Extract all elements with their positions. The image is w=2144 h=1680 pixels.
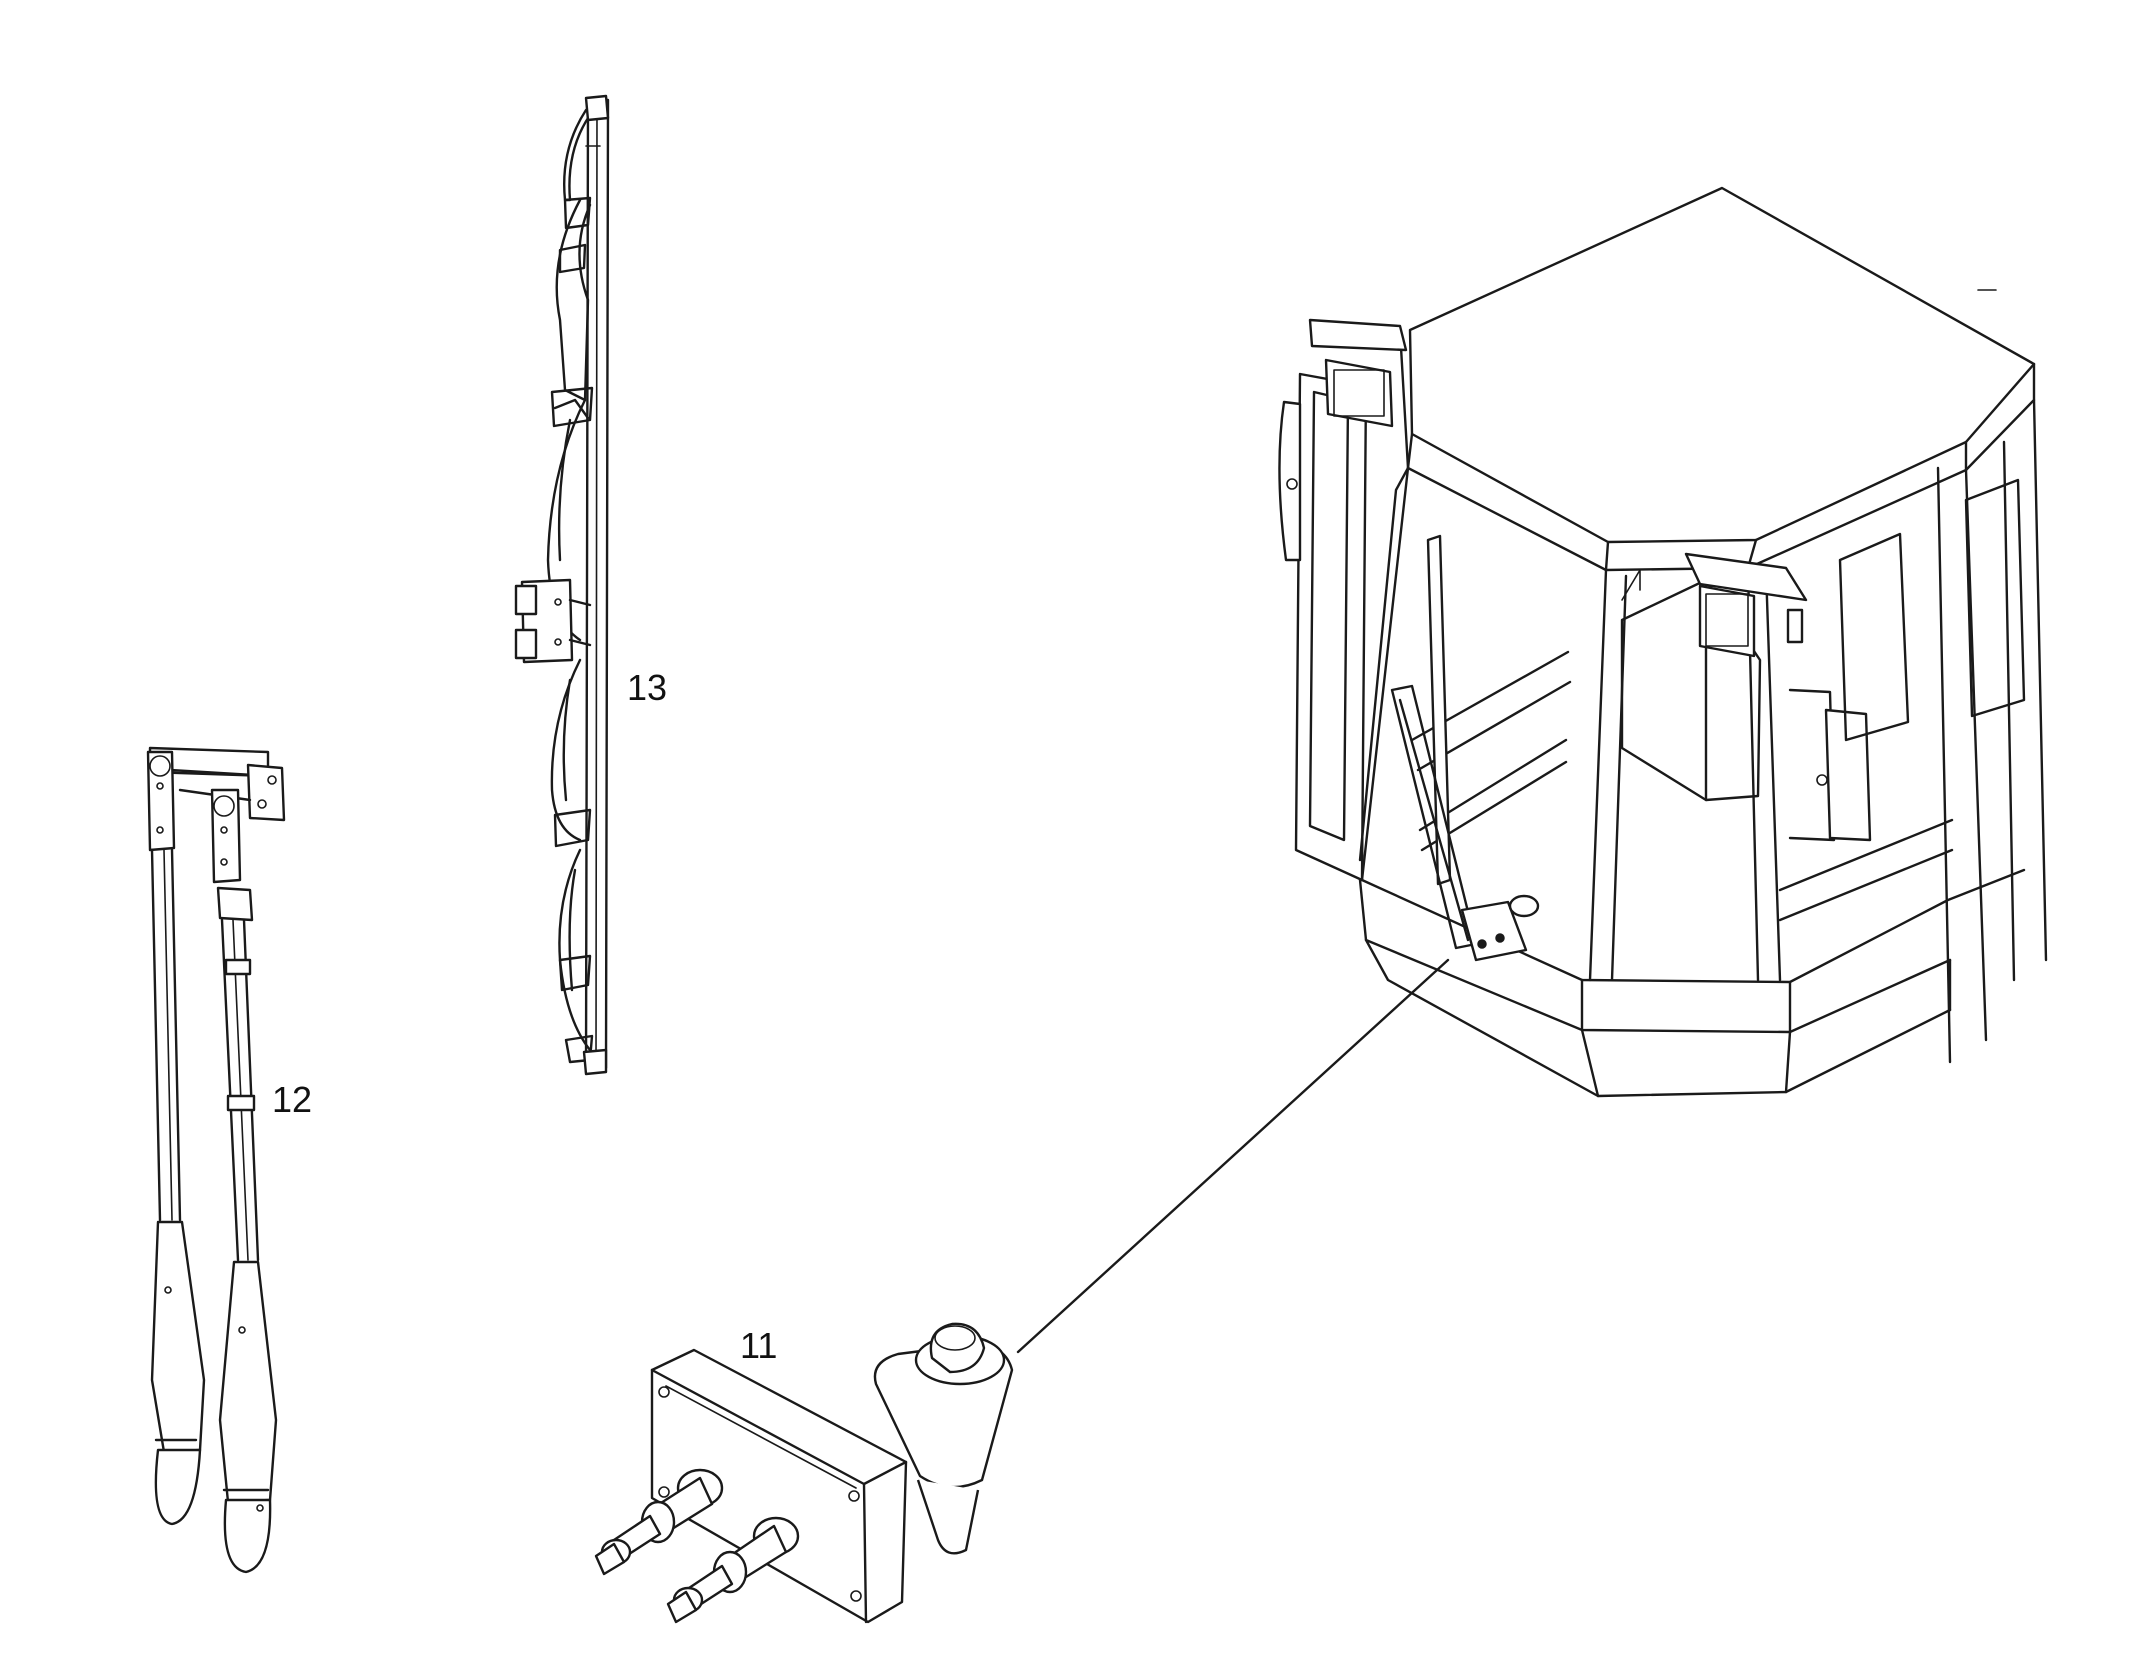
wiper-blade	[514, 94, 610, 1076]
callout-12-label: 12	[272, 1079, 312, 1120]
wiper-motor	[594, 1322, 1014, 1624]
wiper-arms	[146, 746, 286, 1574]
cab-assembly	[1278, 186, 2048, 1098]
callout-11-label: 11	[740, 1325, 777, 1366]
leader-line-motor-to-cab	[1016, 958, 1450, 1354]
callout-13-label: 13	[627, 667, 667, 708]
